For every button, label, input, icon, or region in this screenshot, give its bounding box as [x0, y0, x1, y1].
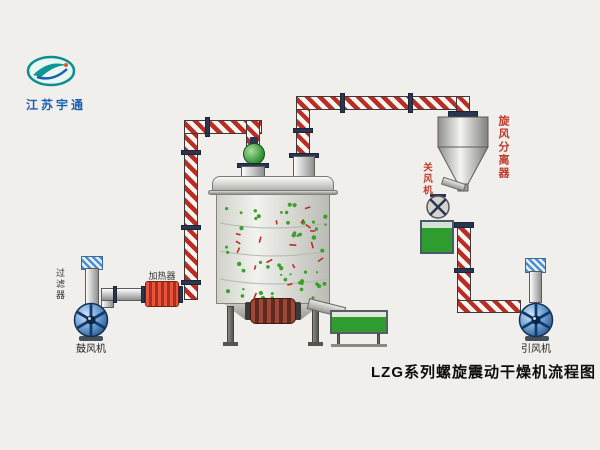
airlock-label: 关风机 — [421, 161, 432, 197]
pipe-flange — [205, 117, 210, 137]
motor-cap — [245, 302, 251, 320]
pipe-flange — [181, 150, 201, 155]
dryer-foot — [223, 342, 238, 346]
diagram-title: LZG系列螺旋震动干燥机流程图 — [371, 364, 596, 381]
pipe-flange — [181, 280, 201, 285]
logo-company-name: 江苏宇通 — [26, 98, 87, 112]
tray-base — [331, 344, 387, 347]
pipe-flange — [113, 286, 117, 303]
dryer-body — [216, 194, 330, 304]
collection-tank — [420, 220, 454, 254]
blower-fan-icon — [73, 302, 109, 338]
heater-icon — [145, 281, 179, 307]
product-tray — [330, 310, 388, 334]
vibration-motor — [250, 298, 296, 324]
heater-label: 加热器 — [148, 271, 176, 281]
fan-base — [525, 336, 549, 341]
top-duct-right — [296, 96, 470, 110]
pipe-flange — [293, 128, 313, 133]
fan-base — [79, 336, 103, 341]
filter-down-pipe — [85, 268, 99, 306]
pipe-flange — [141, 286, 145, 303]
induced-fan-label: 引风机 — [521, 344, 551, 355]
motor-cap — [295, 302, 301, 320]
pipe-flange — [179, 286, 183, 303]
dryer-material — [219, 202, 329, 301]
company-logo: 江苏宇通 — [26, 54, 86, 113]
logo-mark-icon — [26, 55, 76, 87]
blower-to-heater-pipe — [101, 288, 145, 301]
dryer-foot — [308, 342, 323, 346]
pipe-flange — [340, 93, 345, 113]
cyclone-label: 旋风分离器 — [497, 114, 509, 180]
exhaust-duct-bottom — [457, 300, 521, 313]
top-duct-left — [184, 120, 262, 134]
filter-label: 过滤器 — [55, 267, 65, 301]
pipe-flange — [181, 225, 201, 230]
valve-stem — [250, 137, 258, 146]
riser-pipe-left — [184, 120, 198, 300]
dryer-leg-left — [227, 306, 234, 344]
airlock-icon — [426, 194, 450, 219]
pipe-flange — [454, 268, 474, 273]
induced-fan-icon — [518, 302, 554, 338]
exhaust-stack — [529, 271, 542, 303]
blower-fan-label: 鼓风机 — [76, 344, 106, 355]
feed-valve-icon — [243, 143, 265, 165]
pipe-flange — [454, 222, 474, 228]
pipe-flange — [408, 93, 413, 113]
